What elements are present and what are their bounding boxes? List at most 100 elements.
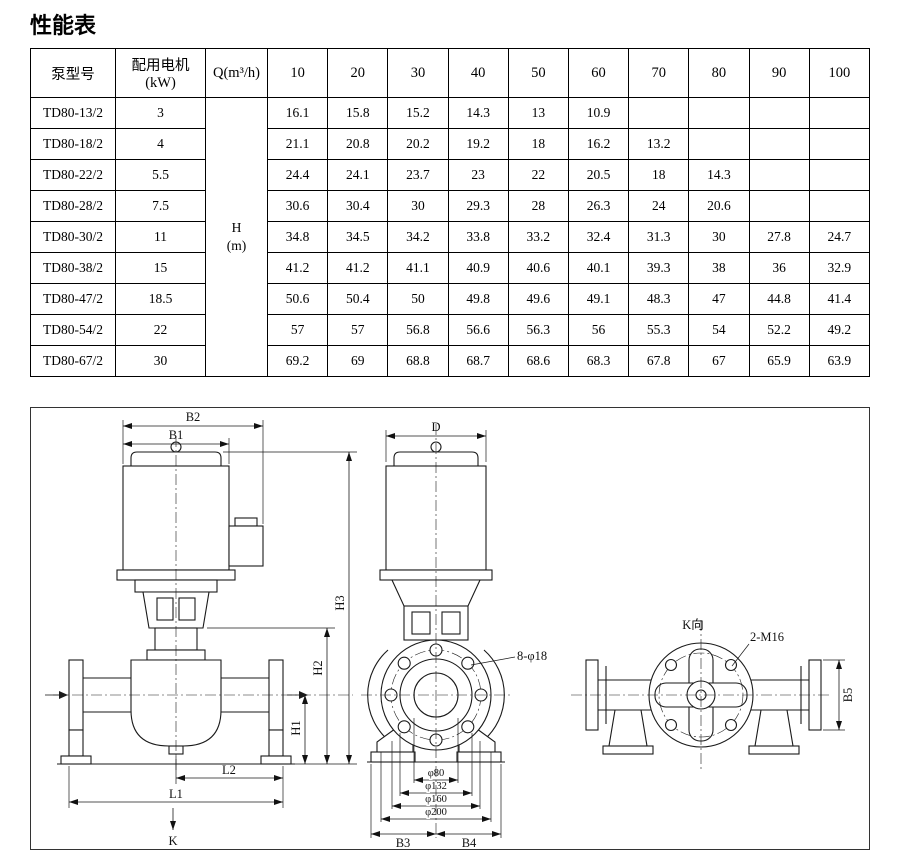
head-value-cell: 34.5 [327,221,389,253]
col-header-flow-value: 90 [748,48,810,98]
head-value-cell [808,97,871,129]
dim-label-h3: H3 [333,595,347,610]
head-value-cell: 15.8 [327,97,389,129]
pump-model-cell: TD80-38/2 [30,252,116,284]
head-value-cell: 32.9 [808,252,871,284]
head-value-cell: 69.2 [266,345,329,377]
head-value-cell: 57 [266,314,329,346]
head-value-cell [688,128,750,160]
head-value-cell: 31.3 [628,221,690,253]
head-value-cell: 40.6 [507,252,569,284]
col-header-flow-value: 20 [327,48,389,98]
head-value-cell: 47 [688,283,750,315]
col-header-motor-line2: (kW) [145,75,176,91]
head-value-cell: 34.8 [266,221,329,253]
head-value-cell [748,128,810,160]
head-value-cell: 33.2 [507,221,569,253]
col-header-flow-value: 60 [567,48,630,98]
pump-side-view: B2 B1 H3 H2 H1 L2 L1 [45,410,357,848]
motor-power-cell: 22 [115,314,206,346]
motor-power-cell: 5.5 [115,159,206,191]
pump-model-cell: TD80-18/2 [30,128,116,160]
dim-label-k: K [168,834,177,848]
head-value-cell: 40.9 [447,252,509,284]
head-value-cell: 56 [567,314,630,346]
head-value-cell [748,97,810,129]
head-value-cell: 13 [507,97,569,129]
pump-model-cell: TD80-28/2 [30,190,116,222]
head-value-cell: 49.2 [808,314,871,346]
head-value-cell: 22 [507,159,569,191]
head-value-cell [808,190,871,222]
head-value-cell: 18 [628,159,690,191]
head-value-cell: 24 [628,190,690,222]
pump-model-cell: TD80-30/2 [30,221,116,253]
col-header-model: 泵型号 [30,48,116,98]
head-value-cell: 54 [688,314,750,346]
head-value-cell: 21.1 [266,128,329,160]
head-value-cell: 16.2 [567,128,630,160]
col-header-flow-value: 50 [507,48,569,98]
head-value-cell: 41.4 [808,283,871,315]
head-value-cell: 40.1 [567,252,630,284]
col-header-motor: 配用电机 (kW) [115,48,206,98]
head-value-cell: 38 [688,252,750,284]
head-value-cell: 23.7 [387,159,449,191]
head-value-cell: 56.8 [387,314,449,346]
head-value-cell: 14.3 [447,97,509,129]
head-value-cell [808,128,871,160]
head-value-cell: 68.7 [447,345,509,377]
head-value-cell: 13.2 [628,128,690,160]
head-value-cell: 30 [387,190,449,222]
pump-model-cell: TD80-22/2 [30,159,116,191]
dim-label-h2: H2 [311,660,325,675]
dim-label-b2: B2 [186,410,201,424]
head-value-cell [748,190,810,222]
head-value-cell: 50.6 [266,283,329,315]
col-header-flow-value: 80 [688,48,750,98]
head-value-cell: 49.8 [447,283,509,315]
head-value-cell: 39.3 [628,252,690,284]
head-value-cell [688,97,750,129]
pump-model-cell: TD80-67/2 [30,345,116,377]
head-value-cell: 20.5 [567,159,630,191]
col-header-motor-line1: 配用电机 [131,58,190,74]
motor-power-cell: 3 [115,97,206,129]
head-value-cell: 69 [327,345,389,377]
head-value-cell: 49.6 [507,283,569,315]
head-value-cell: 16.1 [266,97,329,129]
head-value-cell: 20.2 [387,128,449,160]
head-value-cell: 50.4 [327,283,389,315]
motor-power-cell: 11 [115,221,206,253]
head-value-cell: 49.1 [567,283,630,315]
head-value-cell: 52.2 [748,314,810,346]
view-label-k-direction: K向 [682,617,704,632]
motor-power-cell: 18.5 [115,283,206,315]
head-value-cell: 50 [387,283,449,315]
pump-model-cell: TD80-47/2 [30,283,116,315]
head-value-cell: 56.3 [507,314,569,346]
head-value-cell: 14.3 [688,159,750,191]
head-value-cell: 57 [327,314,389,346]
head-value-cell: 41.2 [266,252,329,284]
col-header-flow: Q(m³/h) [205,48,268,98]
head-value-cell: 30.4 [327,190,389,222]
motor-power-cell: 7.5 [115,190,206,222]
col-header-flow-value: 70 [628,48,690,98]
head-value-cell: 55.3 [628,314,690,346]
dim-label-b1: B1 [169,428,184,442]
pump-top-view: K向 2-M16 B5 [571,617,855,770]
head-value-cell: 65.9 [748,345,810,377]
head-value-cell: 28 [507,190,569,222]
head-value-cell: 24.7 [808,221,871,253]
head-value-cell: 32.4 [567,221,630,253]
head-value-cell: 24.1 [327,159,389,191]
col-header-flow-value: 40 [447,48,509,98]
col-header-flow-value: 10 [266,48,329,98]
pump-dimension-drawing: B2 B1 H3 H2 H1 L2 L1 [45,410,855,850]
